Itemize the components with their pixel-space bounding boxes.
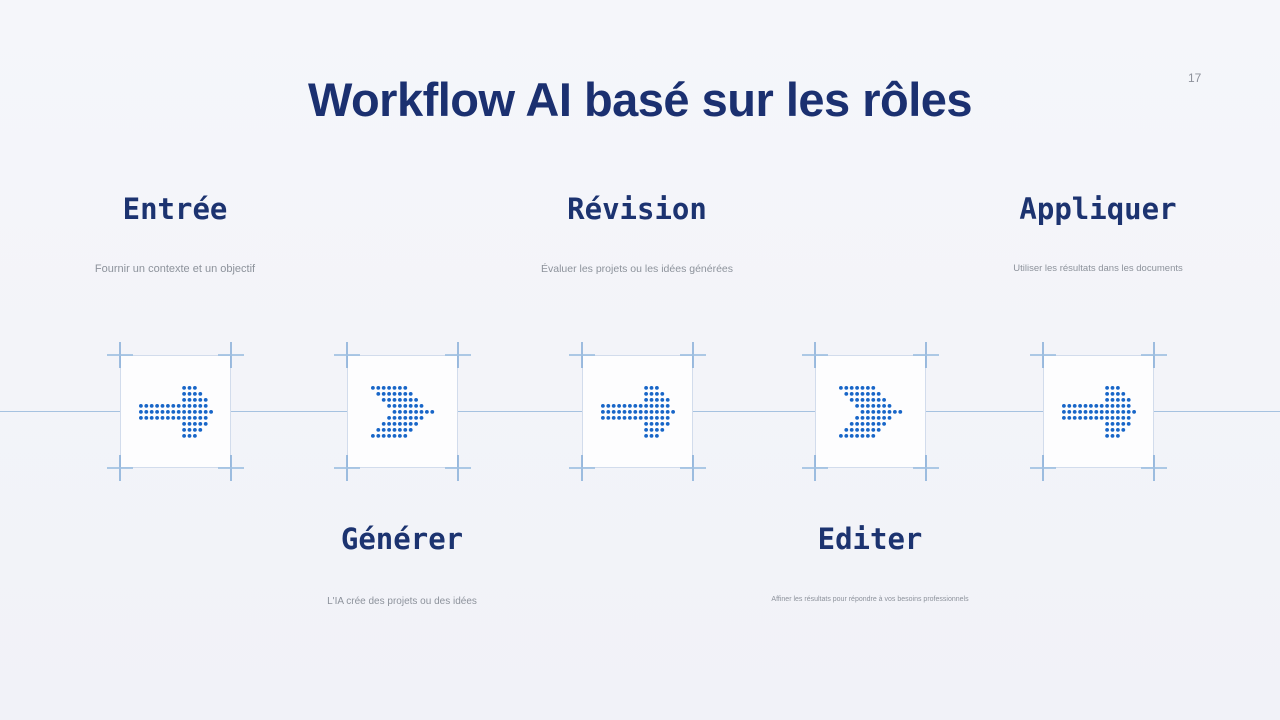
selection-handle[interactable]	[680, 342, 706, 368]
selection-handle[interactable]	[107, 455, 133, 481]
selection-handle[interactable]	[1141, 342, 1167, 368]
dotted-arrow-right-icon	[136, 383, 216, 441]
step-label: Editer	[817, 522, 923, 556]
step-label: Entrée	[122, 192, 228, 226]
selection-handle[interactable]	[802, 342, 828, 368]
selection-handle[interactable]	[569, 342, 595, 368]
step-description: Fournir un contexte et un objectif	[94, 263, 256, 275]
step-label: Appliquer	[1019, 192, 1177, 226]
icon-box[interactable]	[107, 342, 244, 481]
dotted-chevron-right-icon	[836, 383, 905, 441]
dotted-arrow-right-icon	[1059, 383, 1139, 441]
step-label: Révision	[567, 192, 707, 226]
step-description: Utiliser les résultats dans les document…	[1013, 263, 1183, 274]
step-label: Générer	[340, 522, 464, 556]
selection-handle[interactable]	[913, 455, 939, 481]
selection-handle[interactable]	[445, 455, 471, 481]
page-number: 17	[1188, 71, 1202, 85]
dotted-chevron-right-icon	[368, 383, 437, 441]
selection-handle[interactable]	[107, 342, 133, 368]
icon-box[interactable]	[334, 342, 471, 481]
selection-handle[interactable]	[334, 455, 360, 481]
selection-handle[interactable]	[569, 455, 595, 481]
icon-box[interactable]	[802, 342, 939, 481]
step-description: Affiner les résultats pour répondre à vo…	[771, 596, 969, 603]
step-description: Évaluer les projets ou les idées générée…	[540, 263, 734, 275]
selection-handle[interactable]	[802, 455, 828, 481]
selection-handle[interactable]	[1141, 455, 1167, 481]
selection-handle[interactable]	[445, 342, 471, 368]
selection-handle[interactable]	[1030, 455, 1056, 481]
dotted-arrow-right-icon	[598, 383, 678, 441]
selection-handle[interactable]	[913, 342, 939, 368]
page-title: Workflow AI basé sur les rôles	[307, 73, 973, 126]
selection-handle[interactable]	[218, 342, 244, 368]
selection-handle[interactable]	[334, 342, 360, 368]
icon-box[interactable]	[569, 342, 706, 481]
selection-handle[interactable]	[1030, 342, 1056, 368]
icon-box[interactable]	[1030, 342, 1167, 481]
step-description: L'IA crée des projets ou des idées	[327, 596, 477, 607]
selection-handle[interactable]	[680, 455, 706, 481]
selection-handle[interactable]	[218, 455, 244, 481]
